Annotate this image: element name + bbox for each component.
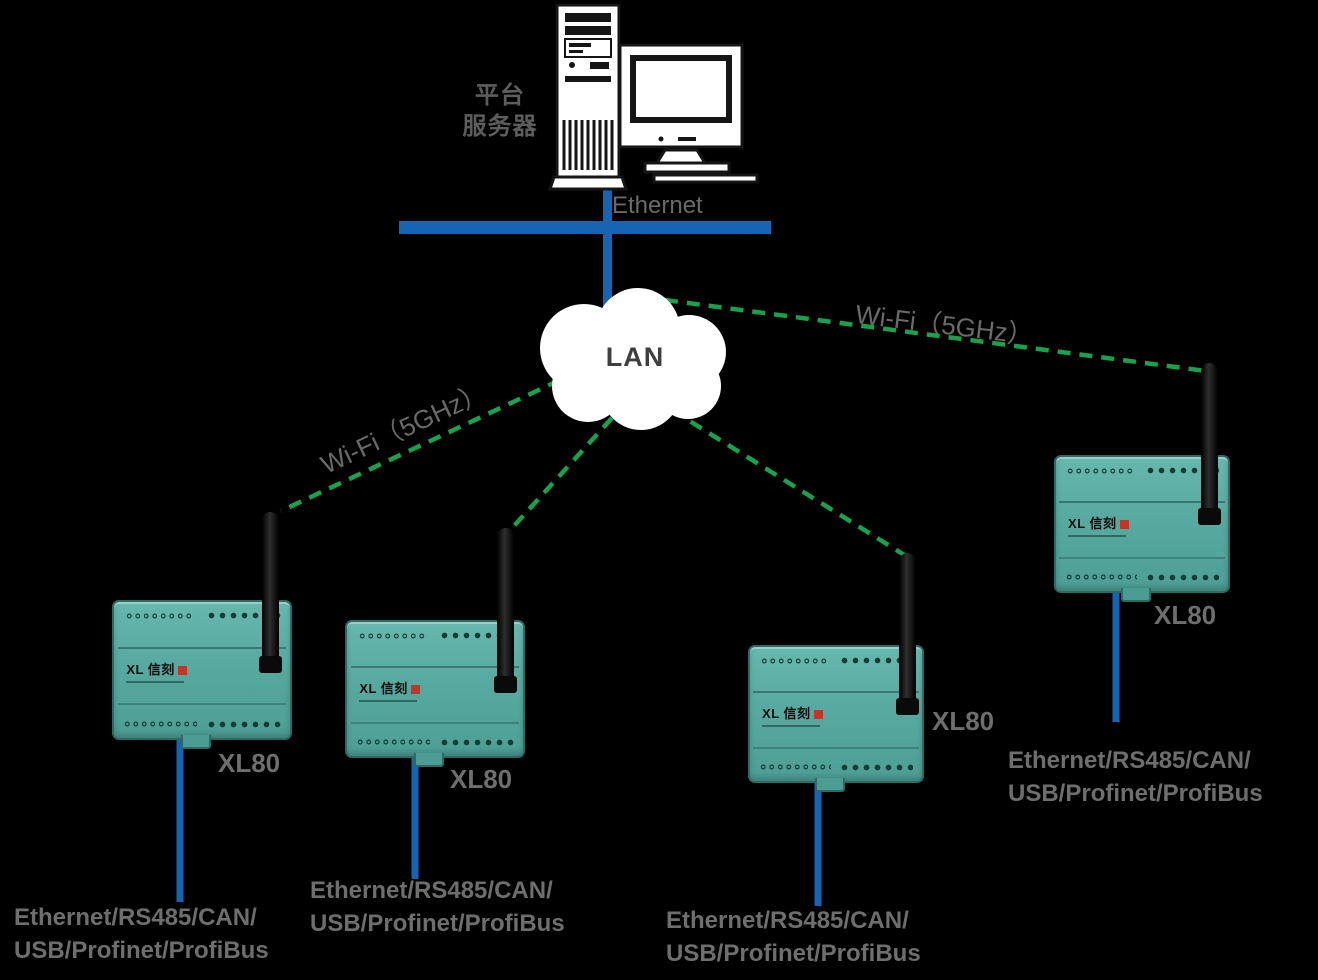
ports-line1: Ethernet/RS485/CAN/ [1008,747,1251,774]
wifi-label-right: Wi-Fi（5GHz） [853,298,1036,351]
lan-label: LAN [605,342,665,372]
logo-red-mark-icon [1119,520,1129,530]
terminal-dots [1064,570,1137,583]
device4-logo: XL 信刻 [1068,513,1129,537]
device-drop-lines [176,586,1120,906]
terminal-dots [355,735,430,748]
lan-cloud: LAN [526,286,744,434]
terminal-dots [122,717,197,730]
ports-line2: USB/Profinet/ProfiBus [1008,780,1263,807]
terminal-dots [839,653,914,667]
device3-ports-label: Ethernet/RS485/CAN/ USB/Profinet/ProfiBu… [666,904,921,970]
terminal-dots [839,761,914,775]
ethernet-label: Ethernet [612,192,703,219]
terminal-dots [438,736,515,750]
terminal-dots [357,630,428,643]
device2-ports-label: Ethernet/RS485/CAN/ USB/Profinet/ProfiBu… [310,874,565,940]
device4-antenna-icon [1198,363,1221,525]
terminal-dots [758,760,831,773]
din-clip [1121,588,1152,602]
ports-line2: USB/Profinet/ProfiBus [666,940,921,967]
device2-antenna-icon [494,528,517,693]
ports-line2: USB/Profinet/ProfiBus [310,910,565,937]
logo-red-mark-icon [410,685,420,695]
ethernet-bus-bar [399,221,771,234]
ports-line1: Ethernet/RS485/CAN/ [310,877,553,904]
device1-ports-label: Ethernet/RS485/CAN/ USB/Profinet/ProfiBu… [14,901,269,967]
device1-name-label: XL80 [218,748,281,778]
ports-line1: Ethernet/RS485/CAN/ [14,904,257,931]
terminal-dots [205,718,282,732]
device3-logo: XL 信刻 [762,703,823,727]
din-clip [180,735,211,749]
server-label: 平台 服务器 [452,80,548,142]
wifi-label-left: Wi-Fi（5GHz） [316,376,492,480]
device3-xl80: XL 信刻 [748,645,924,792]
device4-name-label: XL80 [1154,600,1217,630]
logo-red-mark-icon [813,710,823,720]
server-label-line1: 平台 [475,82,525,109]
ports-line1: Ethernet/RS485/CAN/ [666,907,909,934]
terminal-dots [760,655,830,668]
terminal-dots [1145,463,1220,477]
server-label-line2: 服务器 [462,113,538,140]
device2-name-label: XL80 [450,764,513,794]
ports-line2: USB/Profinet/ProfiBus [14,937,269,964]
device1-logo: XL 信刻 [126,659,187,683]
terminal-dots [1066,465,1136,478]
terminal-dots [124,610,195,623]
device4-ports-label: Ethernet/RS485/CAN/ USB/Profinet/ProfiBu… [1008,744,1263,810]
terminal-dots [1145,571,1220,585]
din-clip [413,753,444,767]
wifi-link-device2 [511,416,614,529]
server-illustration [547,3,759,191]
device2-xl80: XL 信刻 [345,620,525,767]
device3-name-label: XL80 [932,706,995,736]
terminal-dots [438,628,515,642]
din-clip [815,778,846,792]
device2-logo: XL 信刻 [359,678,420,702]
tower-vents [562,120,614,170]
logo-red-mark-icon [177,666,187,676]
device1-antenna-icon [259,512,282,673]
device3-antenna-icon [896,553,919,715]
